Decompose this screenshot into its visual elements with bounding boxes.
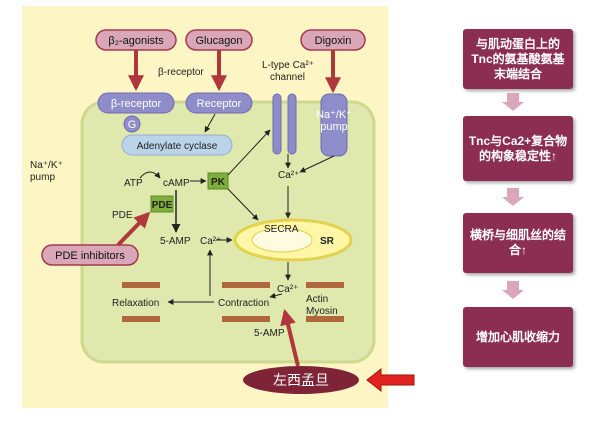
drug-digoxin: Digoxin [300,29,366,51]
g-protein: G [123,115,141,133]
arrow-pk-to-secra [227,188,259,221]
myofilaments [122,282,344,322]
arrow-pde-inhibitors [116,211,151,247]
pde-text-label: PDE [112,210,133,221]
flow-step-4: 增加心肌收缩力 [463,307,573,367]
drug-levosimendan: 左西孟旦 [243,366,359,394]
drug-levosimendan-label: 左西孟旦 [273,373,329,389]
na-k-label: Na⁺/K⁺ [30,160,63,171]
l-type-label-2: channel [270,72,305,83]
actin-label: Actin [306,294,328,305]
ca-lower-label: Ca²⁺ [277,284,298,295]
arrow-atp-to-camp [139,171,161,179]
adenylate-cyclase-label: Adenylate cyclase [137,141,218,152]
arrow-receptor-to-cyclase [204,113,216,133]
digoxin-pump: Na⁺/K⁺ pump [316,93,352,157]
ca-top-label: Ca²⁺ [278,170,299,181]
secra-label: SECRA [264,224,299,235]
ca-mid-label: Ca²⁺ [200,236,221,247]
sr-label: SR [320,236,335,247]
beta-receptor-top-label: β-receptor [158,67,204,78]
na-k-pump-label: pump [30,172,55,183]
drug-pde-inhibitors: PDE inhibitors [41,244,139,266]
pk-label: PK [211,177,226,188]
drug-pde-inhibitors-label: PDE inhibitors [55,250,125,262]
sarcoplasmic-reticulum: SECRA SR [233,218,353,262]
receptor-label: Receptor [197,98,242,110]
five-amp-label: 5-AMP [160,236,191,247]
arrow-pk-to-channel [227,129,271,176]
arrow-pump-to-ca [299,155,335,173]
adenylate-cyclase: Adenylate cyclase [121,134,233,156]
receptor: Receptor [185,92,253,114]
atp-label: ATP [124,178,143,189]
l-type-channel [272,93,297,155]
protein-kinase: PK [207,172,229,190]
beta-receptor: β-receptor [97,92,175,114]
pde-box: PDE [150,195,174,213]
flow-step-2: Tnc与Ca2+复合物的构象稳定性↑ [463,116,573,181]
beta-receptor-label: β-receptor [111,98,162,110]
g-protein-label: G [128,119,137,131]
l-type-label-1: L-type Ca²⁺ [262,60,314,71]
relaxation-label: Relaxation [112,298,159,309]
contraction-label: Contraction [218,298,269,309]
flow-step-1: 与肌动蛋白上的Tnc的氨基酸氨基末端结合 [463,29,573,89]
arrow-ca-to-contraction [269,292,283,299]
arrow-levosimendan [280,308,300,367]
drug-glucagon-label: Glucagon [195,35,242,47]
pde-box-label: PDE [152,200,173,211]
flow-step-3: 横桥与细肌丝的结合↑ [463,213,573,273]
camp-label: cAMP [163,178,190,189]
drug-b2-agonists-label: β₂-agonists [108,35,164,47]
pump-na-label: Na⁺/K⁺ [316,109,352,121]
drug-b2-agonists: β₂-agonists [95,29,177,51]
pump-word-label: pump [320,121,348,133]
pointer-arrow-icon [366,367,415,393]
five-amp-bottom-label: 5-AMP [254,328,285,339]
drug-digoxin-label: Digoxin [315,35,352,47]
myosin-label: Myosin [306,306,338,317]
drug-glucagon: Glucagon [185,29,253,51]
